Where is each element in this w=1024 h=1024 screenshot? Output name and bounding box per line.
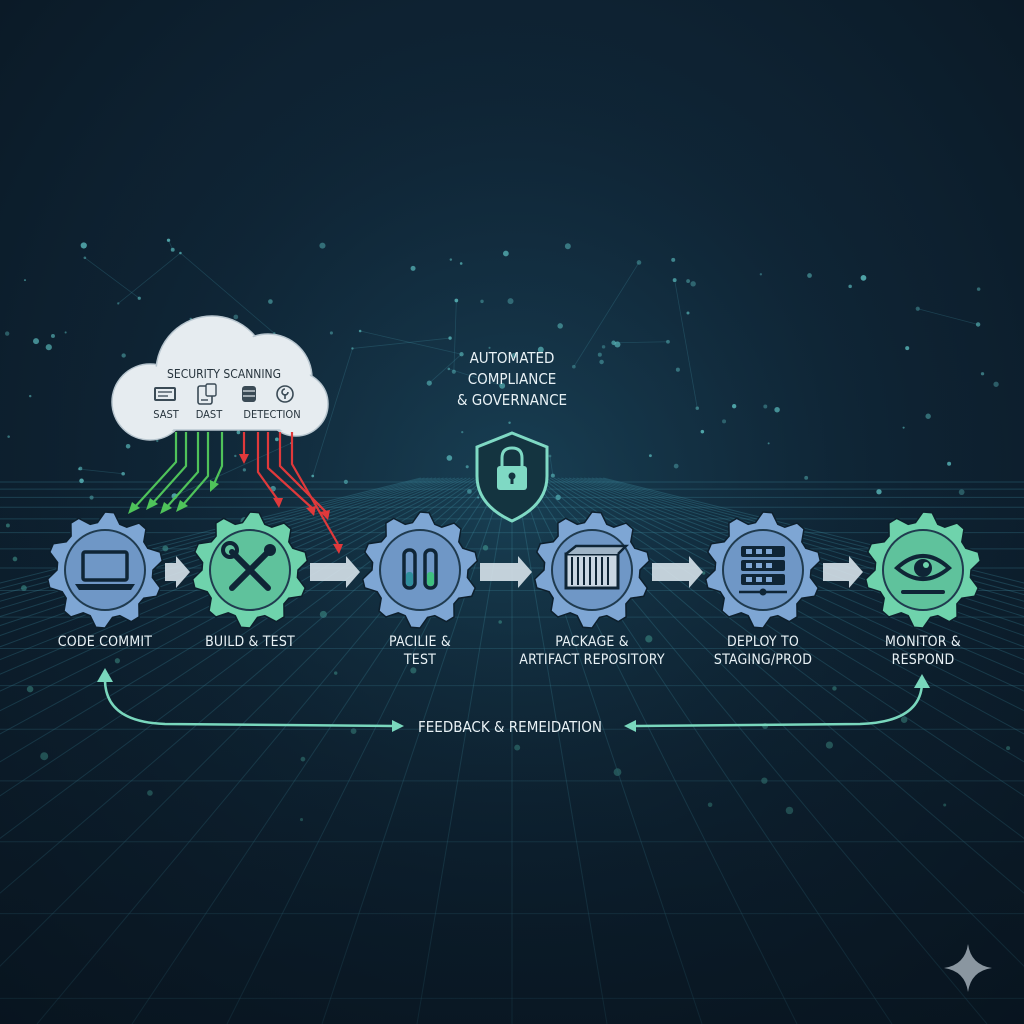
stage-label: CODE COMMIT <box>57 634 153 650</box>
pipeline-stages <box>46 511 982 629</box>
stage-gear <box>704 511 822 629</box>
stage-label: DEPLOY TO <box>726 634 799 650</box>
compliance-title-line: COMPLIANCE <box>468 370 557 388</box>
stage-label: PACILIE & <box>389 634 451 650</box>
stage-label: STAGING/PROD <box>713 652 813 668</box>
stage-label: TEST <box>403 652 437 668</box>
flow-arrow <box>652 556 703 588</box>
feedback-left-line <box>103 677 393 728</box>
feedback-right-line <box>635 683 924 728</box>
compliance-title-line: AUTOMATED <box>470 349 555 367</box>
stage-gear <box>864 511 982 629</box>
feedback-loop: FEEDBACK & REMEIDATION <box>97 668 930 736</box>
container-icon <box>564 544 630 590</box>
compliance-block: AUTOMATED COMPLIANCE & GOVERNANCE <box>457 349 567 523</box>
flow-arrows <box>165 556 863 588</box>
compliance-title-line: & GOVERNANCE <box>457 391 567 409</box>
stage-gear <box>191 511 309 629</box>
feedback-left-up-arrowhead <box>97 668 113 682</box>
test-tubes-icon <box>402 548 438 590</box>
stage-label: PACKAGE & <box>555 634 629 650</box>
cloud-item-label: DAST <box>196 408 223 421</box>
scan-arrows-green <box>133 432 224 509</box>
cloud-item-label: DETECTION <box>243 408 300 421</box>
flow-arrow <box>480 556 532 588</box>
cloud-title: SECURITY SCANNING <box>167 367 281 381</box>
feedback-right-left-arrowhead <box>624 720 636 732</box>
security-scanning-cloud: SECURITY SCANNING SAST DAST DETECTION <box>111 315 329 441</box>
flow-arrow <box>310 556 360 588</box>
sparkle-icon <box>944 944 992 992</box>
stage-label: RESPOND <box>891 652 955 668</box>
cloud-item-label: SAST <box>153 408 180 421</box>
tools-icon <box>221 541 276 591</box>
server-icon <box>739 546 787 596</box>
database-icon <box>242 386 256 402</box>
feedback-left-right-arrowhead <box>392 720 404 732</box>
scan-arrows-green-heads <box>128 480 219 514</box>
scan-arrows-red-heads <box>239 454 343 554</box>
flow-arrow <box>165 556 190 588</box>
stage-label: MONITOR & <box>885 634 961 650</box>
stage-gear <box>46 511 164 629</box>
flow-arrow <box>823 556 863 588</box>
feedback-right-up-arrowhead <box>914 674 930 688</box>
stage-gear <box>533 511 651 629</box>
feedback-label: FEEDBACK & REMEIDATION <box>418 718 602 736</box>
detection-icon <box>276 385 294 403</box>
scan-arrows-red <box>242 432 339 545</box>
laptop-icon <box>75 550 135 590</box>
app-scan-icon <box>197 383 217 405</box>
code-scan-icon <box>154 387 176 401</box>
eye-icon <box>893 554 953 594</box>
stage-label: BUILD & TEST <box>205 634 295 650</box>
stage-label: ARTIFACT REPOSITORY <box>519 652 665 668</box>
shield-lock-icon <box>475 431 549 523</box>
stage-gear <box>361 511 479 629</box>
